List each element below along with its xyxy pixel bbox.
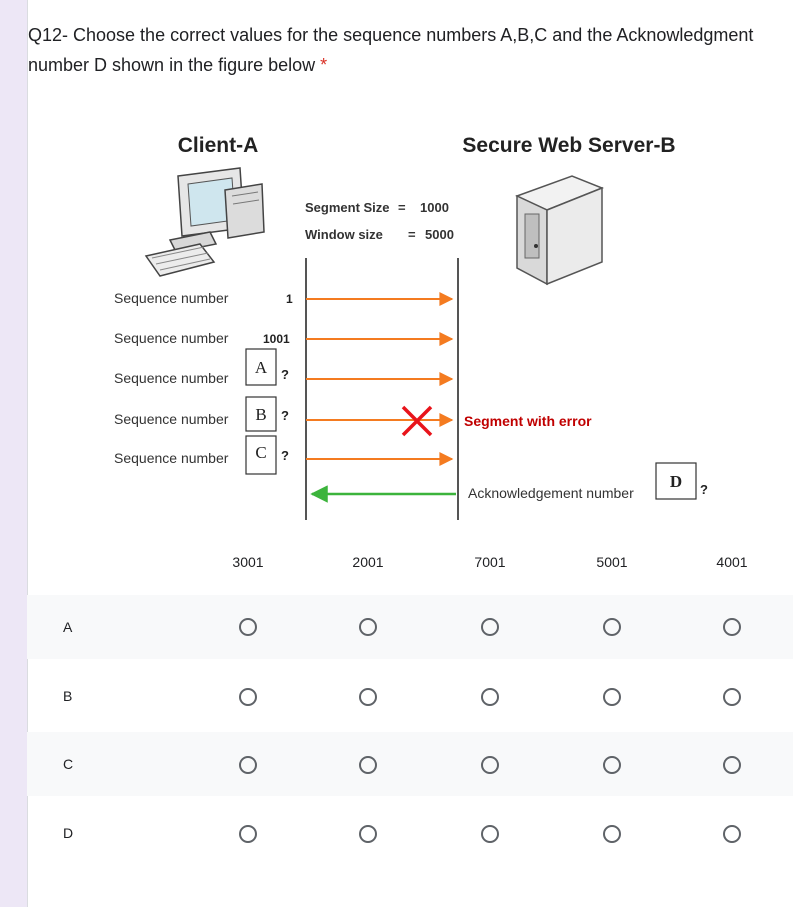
box-d-letter: D (670, 472, 682, 491)
radio-c-5001[interactable] (603, 756, 621, 774)
radio-a-3001[interactable] (239, 618, 257, 636)
error-label: Segment with error (464, 413, 592, 429)
qmark-b: ? (281, 408, 289, 423)
window-size-value: 5000 (425, 227, 454, 242)
segment-size-label: Segment Size (305, 200, 390, 215)
radio-c-2001[interactable] (359, 756, 377, 774)
box-c-letter: C (255, 443, 266, 462)
radio-b-3001[interactable] (239, 688, 257, 706)
col-header-2001: 2001 (352, 554, 384, 570)
client-title: Client-A (178, 134, 259, 157)
col-header-5001: 5001 (596, 554, 628, 570)
ack-label: Acknowledgement number (468, 485, 634, 501)
equals-sign: = (408, 227, 416, 242)
radio-c-7001[interactable] (481, 756, 499, 774)
server-icon (515, 175, 605, 286)
grid-row-b: B (27, 664, 793, 728)
radio-d-5001[interactable] (603, 825, 621, 843)
radio-d-3001[interactable] (239, 825, 257, 843)
radio-b-2001[interactable] (359, 688, 377, 706)
question-title: Q12- Choose the correct values for the s… (28, 20, 768, 80)
tcp-diagram: Client-A Secure Web Server-B Segment Siz… (114, 134, 708, 520)
error-x-icon (401, 405, 433, 437)
radio-a-4001[interactable] (723, 618, 741, 636)
box-a-letter: A (255, 358, 268, 377)
server-title: Secure Web Server-B (462, 134, 675, 157)
radio-b-7001[interactable] (481, 688, 499, 706)
seq-value-2: 1001 (263, 332, 290, 346)
radio-d-7001[interactable] (481, 825, 499, 843)
seq-label-5: Sequence number (114, 450, 229, 466)
segment-size-value: 1000 (420, 200, 449, 215)
row-label-b: B (63, 688, 73, 704)
seq-label-4: Sequence number (114, 411, 229, 427)
box-a (245, 348, 277, 386)
col-header-3001: 3001 (232, 554, 264, 570)
seq-label-2: Sequence number (114, 330, 229, 346)
window-size-label: Window size (305, 227, 383, 242)
col-header-4001: 4001 (716, 554, 748, 570)
equals-sign: = (398, 200, 406, 215)
box-b-letter: B (255, 405, 266, 424)
question-text: Q12- Choose the correct values for the s… (28, 25, 754, 75)
computer-icon (144, 167, 265, 277)
radio-c-3001[interactable] (239, 756, 257, 774)
radio-d-2001[interactable] (359, 825, 377, 843)
row-label-a: A (63, 619, 73, 635)
box-c (245, 435, 277, 475)
radio-a-7001[interactable] (481, 618, 499, 636)
grid-row-d: D (27, 801, 793, 865)
seq-label-1: Sequence number (114, 290, 229, 306)
radio-b-5001[interactable] (603, 688, 621, 706)
radio-d-4001[interactable] (723, 825, 741, 843)
qmark-d: ? (700, 482, 708, 497)
grid-row-a: A (27, 595, 793, 659)
seq-value-1: 1 (286, 292, 293, 306)
box-d (655, 462, 697, 500)
qmark-a: ? (281, 367, 289, 382)
radio-b-4001[interactable] (723, 688, 741, 706)
qmark-c: ? (281, 448, 289, 463)
required-asterisk: * (320, 55, 328, 75)
row-label-c: C (63, 756, 74, 772)
radio-c-4001[interactable] (723, 756, 741, 774)
box-b (245, 396, 277, 432)
grid-row-c: C (27, 732, 793, 796)
seq-label-3: Sequence number (114, 370, 229, 386)
radio-a-5001[interactable] (603, 618, 621, 636)
col-header-7001: 7001 (474, 554, 506, 570)
radio-a-2001[interactable] (359, 618, 377, 636)
row-label-d: D (63, 825, 74, 841)
